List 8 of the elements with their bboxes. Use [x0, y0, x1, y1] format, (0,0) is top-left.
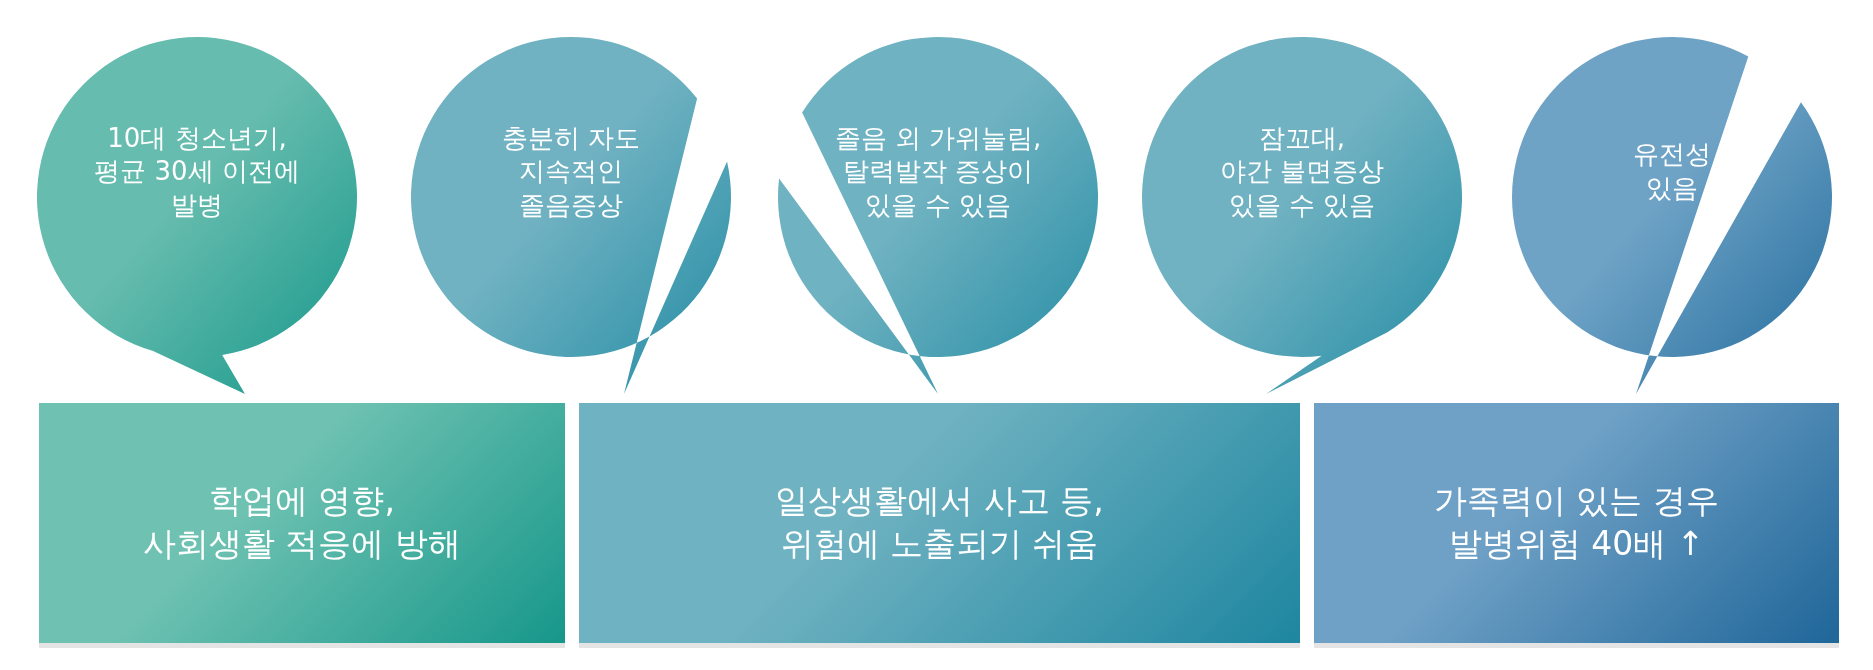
bubble-text: 충분히 자도 지속적인 졸음증상	[500, 121, 642, 223]
bubble-text: 졸음 외 가위눌림, 탈력발작 증상이 있을 수 있음	[833, 121, 1043, 223]
bubble-text: 10대 청소년기, 평균 30세 이전에 발병	[93, 121, 301, 223]
bubble-text: 잠꼬대, 야간 불면증상 있을 수 있음	[1218, 121, 1386, 223]
box-text: 학업에 영향, 사회생활 적응에 방해	[142, 480, 462, 565]
box-text: 일상생활에서 사고 등, 위험에 노출되기 쉬움	[774, 480, 1105, 565]
bubble-text: 유전성 있음	[1632, 138, 1712, 205]
box-text: 가족력이 있는 경우 발병위험 40배 ↑	[1433, 480, 1720, 565]
